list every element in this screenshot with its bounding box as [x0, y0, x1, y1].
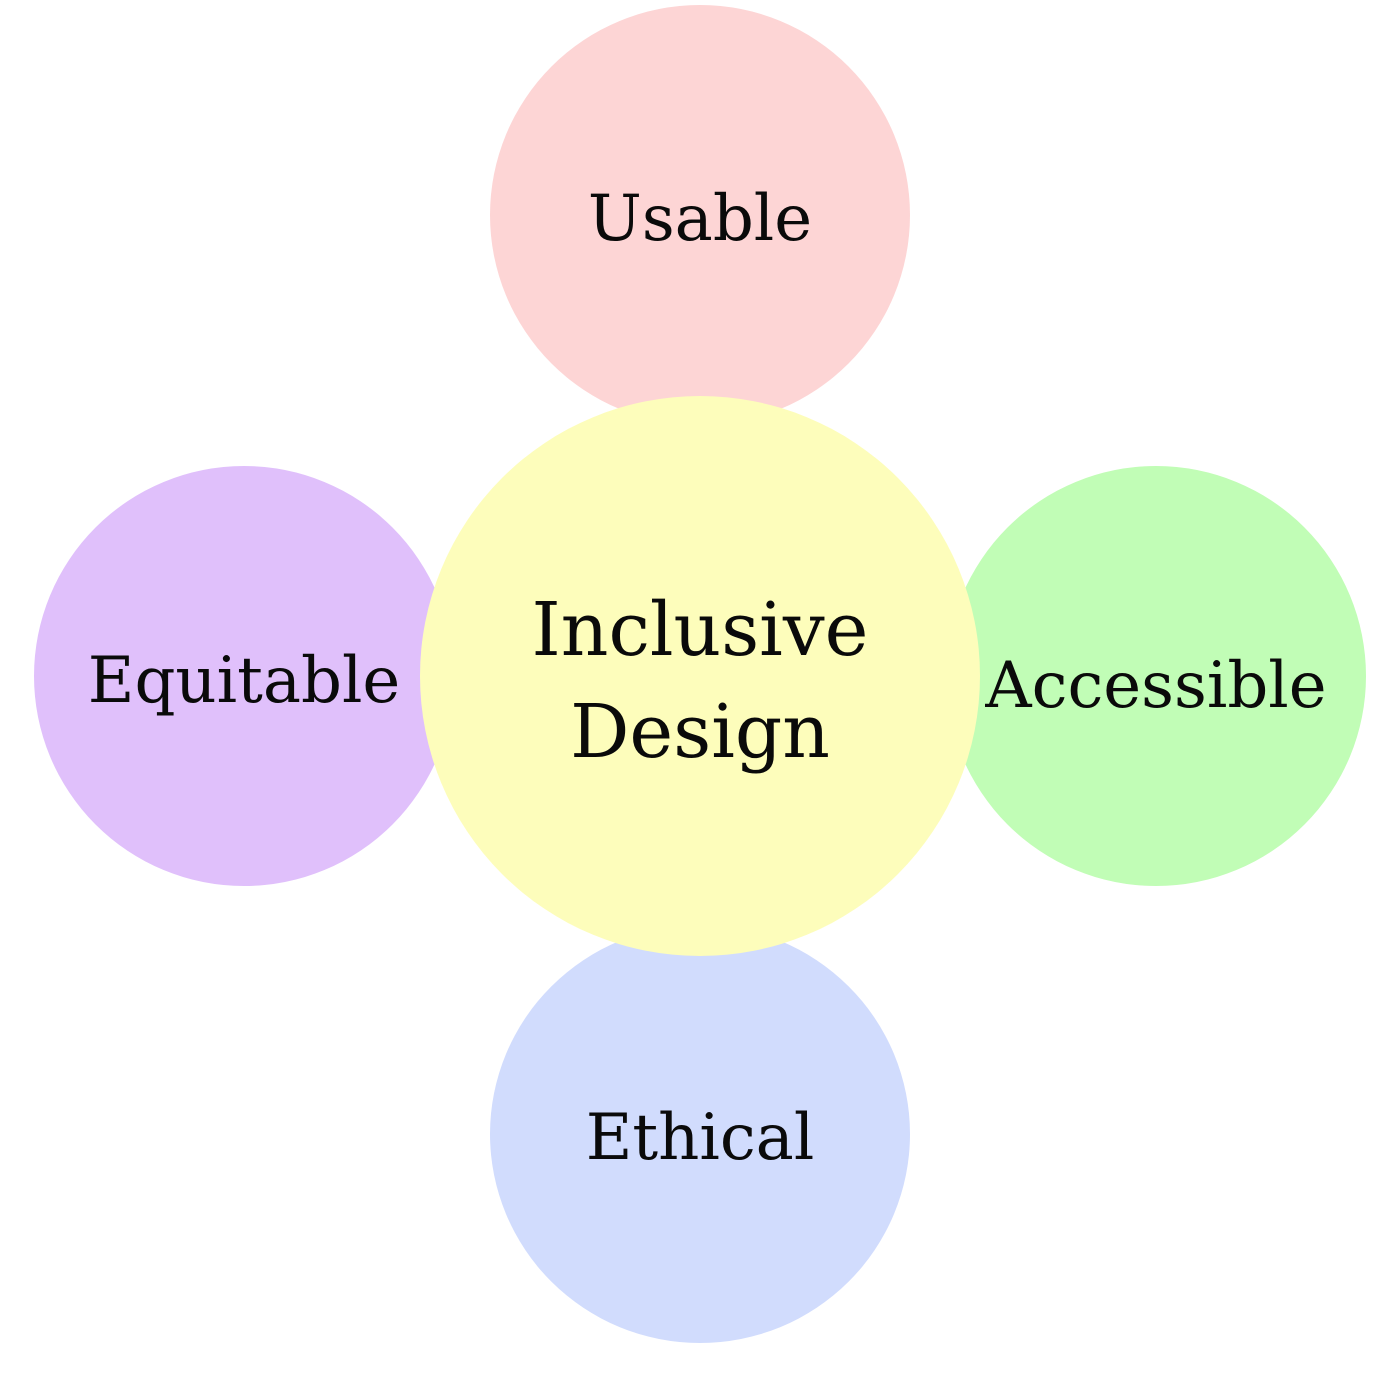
inclusive-design-label: Inclusive Design — [531, 586, 869, 775]
usable-label: Usable — [587, 181, 813, 256]
accessible-label: Accessible — [985, 648, 1327, 723]
inclusive-design-circle: Inclusive Design — [420, 396, 980, 956]
equitable-circle: Equitable — [34, 466, 454, 886]
ethical-circle: Ethical — [490, 925, 910, 1343]
usable-circle: Usable — [490, 5, 910, 425]
ethical-label: Ethical — [585, 1100, 815, 1175]
equitable-label: Equitable — [87, 643, 401, 718]
accessible-circle: Accessible — [946, 466, 1366, 886]
